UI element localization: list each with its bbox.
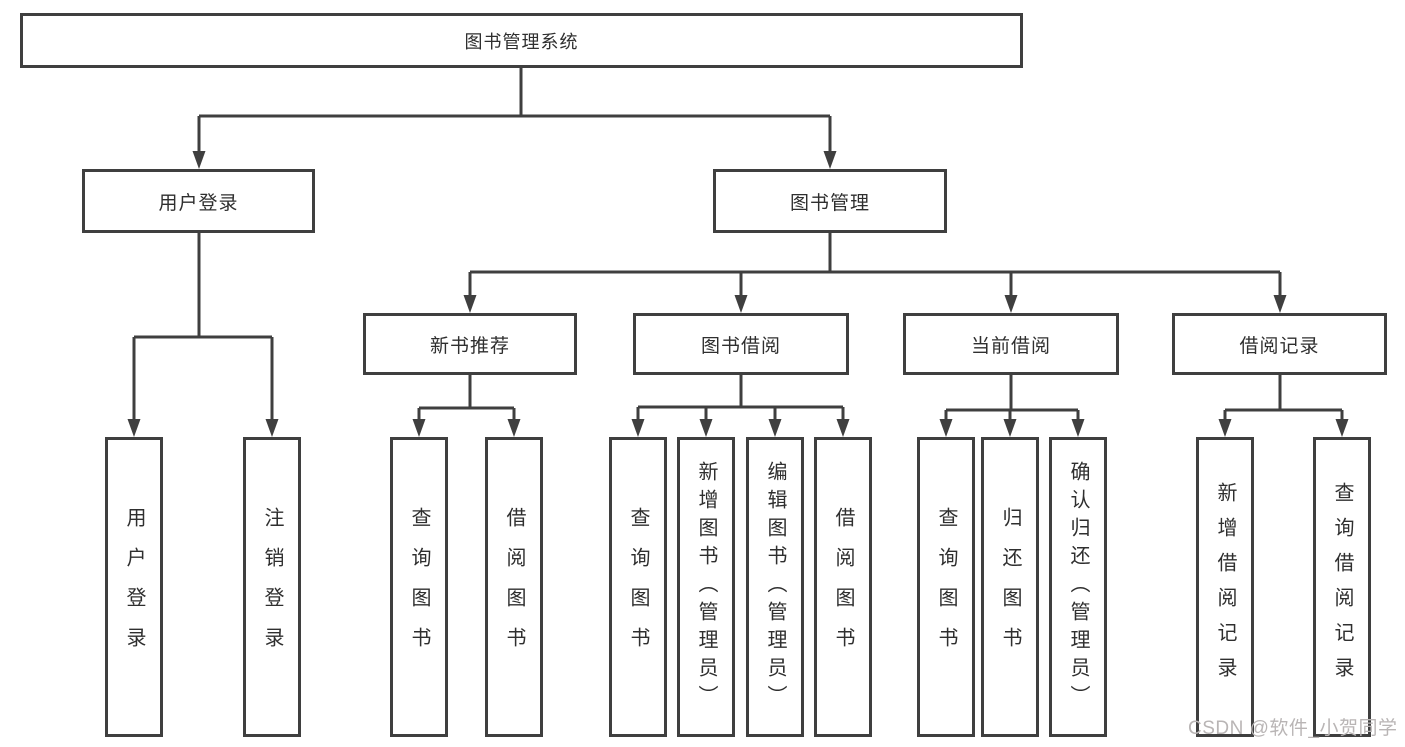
node-label: 新增借阅记录 (1214, 482, 1236, 692)
node-book-management: 图书管理 (713, 169, 947, 233)
arrow-down-icon (836, 419, 850, 437)
node-label: 新增图书（管理员） (695, 461, 717, 713)
node-label: 注销登录 (261, 507, 283, 667)
arrow-down-icon (507, 419, 521, 437)
node-label: 用户登录 (123, 507, 145, 667)
node-records-add-borrow-record: 新增借阅记录 (1196, 437, 1254, 737)
node-borrowing-borrow-books: 借阅图书 (814, 437, 872, 737)
node-library-management-system: 图书管理系统 (20, 13, 1023, 68)
node-logout: 注销登录 (243, 437, 301, 737)
node-label: 查询借阅记录 (1331, 482, 1353, 692)
arrow-down-icon (1218, 419, 1232, 437)
connector-borrowing-records-fork (1223, 375, 1344, 420)
node-current-query-books: 查询图书 (917, 437, 975, 737)
arrow-down-icon (192, 151, 206, 169)
node-user-login: 用户登录 (82, 169, 315, 233)
node-label: 归还图书 (999, 507, 1021, 667)
arrow-down-icon (1071, 419, 1085, 437)
arrow-down-icon (127, 419, 141, 437)
node-new-book-recommendation: 新书推荐 (363, 313, 577, 375)
node-current-return-books: 归还图书 (981, 437, 1039, 737)
connector-book-borrowing-fork (636, 375, 845, 420)
node-borrowing-edit-books-admin: 编辑图书（管理员） (746, 437, 804, 737)
arrow-down-icon (768, 419, 782, 437)
node-label: 查询图书 (935, 507, 957, 667)
node-borrowing-add-books-admin: 新增图书（管理员） (677, 437, 735, 737)
node-label: 查询图书 (408, 507, 430, 667)
arrow-down-icon (939, 419, 953, 437)
node-records-query-borrow-record: 查询借阅记录 (1313, 437, 1371, 737)
csdn-watermark: CSDN @软件_小贺同学 (1188, 718, 1398, 739)
node-book-borrowing: 图书借阅 (633, 313, 849, 375)
arrow-down-icon (1335, 419, 1349, 437)
connector-new-book-fork (417, 375, 516, 420)
node-user-login-action: 用户登录 (105, 437, 163, 737)
node-borrowing-records: 借阅记录 (1172, 313, 1387, 375)
node-borrowing-query-books: 查询图书 (609, 437, 667, 737)
node-label: 借阅图书 (503, 507, 525, 667)
connector-book-management-fork (468, 233, 1282, 296)
arrow-down-icon (265, 419, 279, 437)
connector-root-fork (197, 68, 832, 152)
connector-user-login-fork (132, 233, 274, 420)
arrow-down-icon (631, 419, 645, 437)
node-label: 编辑图书（管理员） (764, 461, 786, 713)
arrow-down-icon (463, 295, 477, 313)
node-current-confirm-return-admin: 确认归还（管理员） (1049, 437, 1107, 737)
node-current-borrowing: 当前借阅 (903, 313, 1119, 375)
arrow-down-icon (1003, 419, 1017, 437)
node-label: 查询图书 (627, 507, 649, 667)
arrow-down-icon (1273, 295, 1287, 313)
node-newbook-query-books: 查询图书 (390, 437, 448, 737)
arrow-down-icon (823, 151, 837, 169)
node-label: 确认归还（管理员） (1067, 461, 1089, 713)
arrow-down-icon (699, 419, 713, 437)
connector-current-borrowing-fork (944, 375, 1080, 420)
node-newbook-borrow-books: 借阅图书 (485, 437, 543, 737)
arrow-down-icon (1004, 295, 1018, 313)
arrowheads (127, 151, 1349, 437)
node-label: 借阅图书 (832, 507, 854, 667)
arrow-down-icon (734, 295, 748, 313)
arrow-down-icon (412, 419, 426, 437)
